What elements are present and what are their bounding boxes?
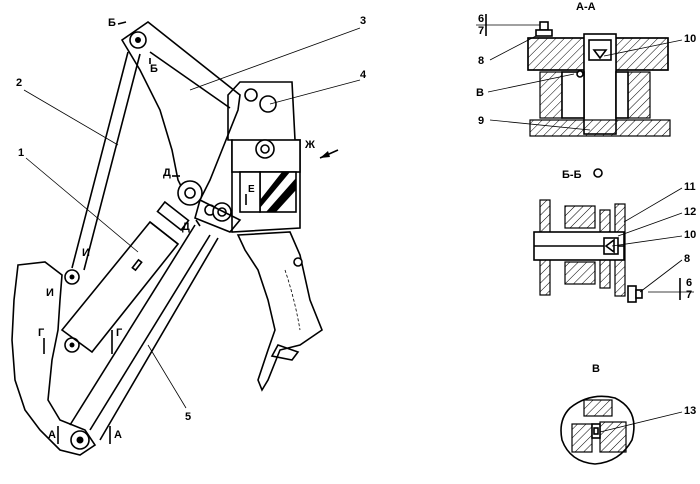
- view-v-title: В: [592, 363, 600, 375]
- main-assembly: Б Б Д Д Е Ж И И Г Г А А: [11, 15, 367, 456]
- callout-2: 2: [16, 77, 22, 89]
- boom-inner-line: [149, 51, 231, 109]
- link-rod-left: [71, 51, 129, 269]
- section-bb: Б-Б 11 12 10 8 6 7: [533, 168, 696, 303]
- ripper-tooth: [236, 231, 323, 392]
- callout-5: 5: [185, 411, 191, 423]
- callout-bb-8: 8: [684, 253, 690, 265]
- section-aa: А-А 6 7 8 В 9 10: [476, 1, 696, 137]
- hydraulic-cylinder: [60, 200, 190, 354]
- lower-frame: [11, 261, 97, 456]
- mark-d-1: Д: [163, 167, 171, 179]
- callout-3: 3: [360, 15, 366, 27]
- callout-v-13: 13: [684, 405, 696, 417]
- section-aa-title: А-А: [576, 1, 596, 13]
- section-markers: Б Б Д Д Е Ж И И Г Г А А: [38, 17, 339, 444]
- mark-e: Е: [248, 184, 255, 195]
- callouts-main: 2 1 3 4 5: [16, 15, 367, 423]
- mark-zh: Ж: [304, 139, 315, 151]
- callout-4: 4: [360, 69, 367, 81]
- mark-i-1: И: [82, 247, 90, 259]
- ripper-shank-body: [227, 81, 301, 233]
- callout-aa-8: 8: [478, 55, 484, 67]
- callout-aa-7: 7: [478, 25, 484, 37]
- callout-aa-6: 6: [478, 13, 484, 25]
- mark-a-left: А: [48, 429, 56, 441]
- mark-a-right: А: [114, 429, 122, 441]
- mark-b-lower: Б: [150, 63, 158, 75]
- boom-outline: [120, 21, 241, 201]
- callout-bb-6: 6: [686, 277, 692, 289]
- callout-1: 1: [18, 147, 24, 159]
- mark-g-right: Г: [116, 327, 123, 339]
- mark-b-top: Б: [108, 17, 116, 29]
- section-bb-title: Б-Б: [562, 169, 582, 181]
- callout-aa-9: 9: [478, 115, 484, 127]
- mark-i-2: И: [46, 287, 54, 299]
- callout-bb-10: 10: [684, 229, 696, 241]
- view-v: В 13: [560, 363, 696, 465]
- mark-g-left: Г: [38, 327, 45, 339]
- callout-bb-12: 12: [684, 206, 696, 218]
- callout-aa-10: 10: [684, 33, 696, 45]
- rotation-mark-icon: [593, 168, 603, 178]
- strut-5: [69, 224, 219, 441]
- callout-bb-11: 11: [684, 181, 696, 193]
- mark-d-2: Д: [182, 221, 190, 233]
- callout-bb-7: 7: [686, 289, 692, 301]
- link-rod-right: [83, 53, 141, 271]
- callout-aa-v: В: [476, 87, 484, 99]
